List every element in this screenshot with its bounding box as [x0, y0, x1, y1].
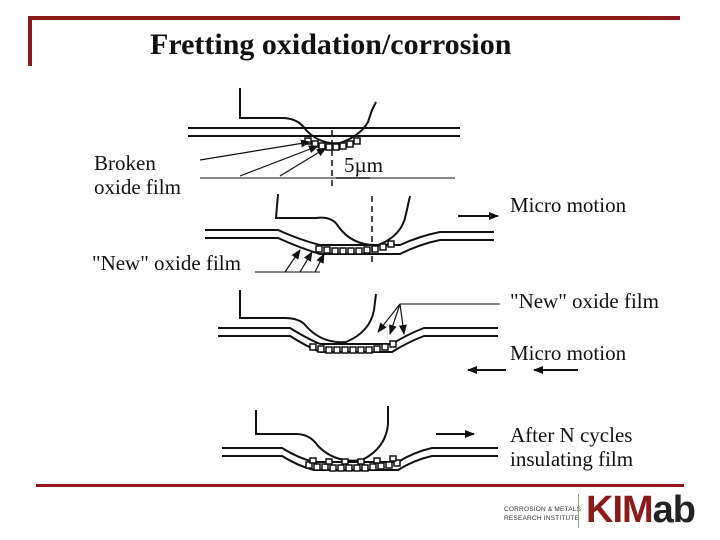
label-broken-line1: Broken [94, 151, 156, 175]
stage-1 [188, 88, 460, 188]
stage-2-upper-contact [274, 193, 411, 247]
new-oxide-arrow-2b [389, 303, 401, 335]
stage-3 [218, 290, 578, 374]
stage-4-upper-contact [255, 406, 389, 462]
label-new-oxide-2: "New" oxide film [510, 289, 659, 313]
new-oxide-arrow-2c [398, 303, 407, 335]
broken-film-arrow-1 [199, 139, 311, 161]
stage-4 [222, 406, 498, 472]
frame-bottom-rule [36, 484, 684, 487]
label-after-line2: insulating film [510, 447, 633, 471]
new-oxide-arrow-1a [284, 249, 301, 273]
stage-3-plate-top [218, 327, 498, 345]
label-after-line1: After N cycles [510, 423, 632, 447]
new-oxide-arrow-1c [314, 253, 325, 273]
stage-4-plate-top [222, 447, 498, 463]
label-micro-motion-2: Micro motion [510, 341, 627, 365]
stage-2-oxide-particles [315, 240, 395, 255]
new-oxide-arrow-2a [377, 303, 401, 333]
stage-2 [205, 193, 499, 273]
frame-left-rule [28, 16, 32, 66]
stage-3-upper-contact [239, 290, 377, 344]
label-new-oxide-1: "New" oxide film [92, 251, 241, 275]
label-broken-line2: oxide film [94, 175, 181, 199]
logo-divider [578, 494, 579, 528]
label-scale: 5µm [344, 153, 383, 177]
logo-mark-ab: ab [652, 489, 696, 531]
logo-tagline-line1: CORROSION & METALS [504, 506, 582, 513]
frame-top-rule [28, 16, 680, 20]
stage-2-plate-top [205, 229, 494, 246]
label-micro-motion-1: Micro motion [510, 193, 627, 217]
slide-title: Fretting oxidation/corrosion [150, 28, 512, 61]
kimab-logo: KIMab [586, 488, 696, 532]
broken-film-arrow-2 [239, 145, 319, 177]
stage-3-oxide-particles [309, 340, 397, 354]
logo-mark-ki: KIM [586, 489, 654, 531]
new-oxide-arrow-1b [299, 251, 313, 273]
broken-film-arrow-3 [279, 147, 327, 177]
logo-tagline-line2: RESEARCH INSTITUTE [504, 515, 580, 522]
stage-1-upper-contact [239, 88, 377, 145]
stage-4-oxide-particles [305, 455, 401, 472]
